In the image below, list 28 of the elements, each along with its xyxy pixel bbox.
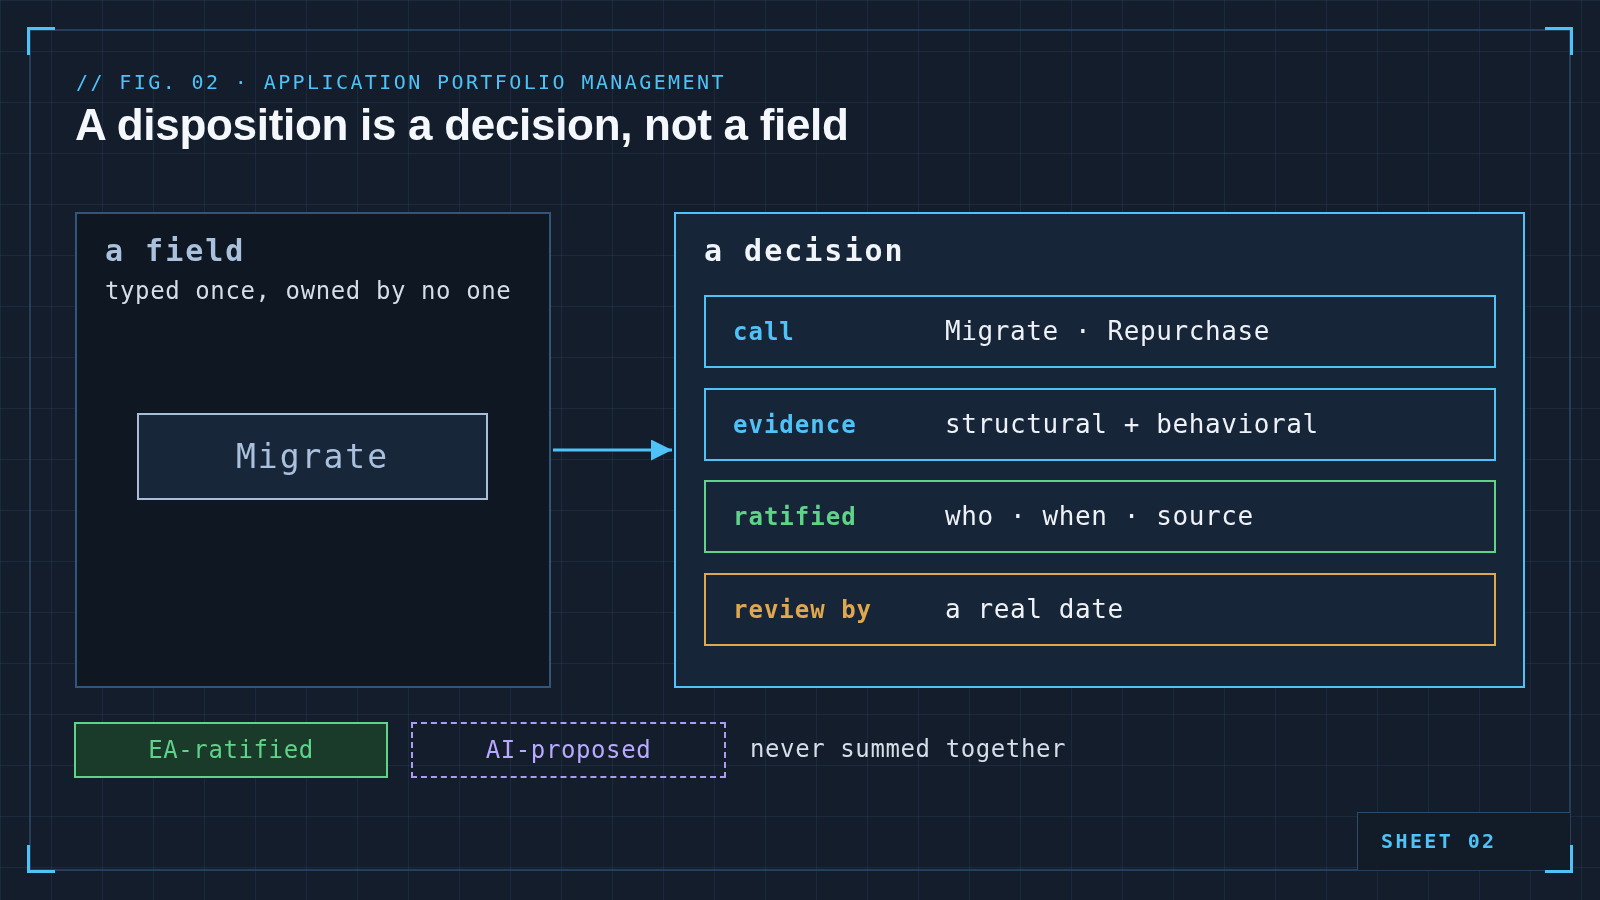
panel-heading: a decision bbox=[704, 232, 906, 270]
note-text: never summed together bbox=[750, 735, 1067, 763]
status-tag bbox=[411, 722, 726, 778]
attribute-name: evidence bbox=[733, 409, 858, 440]
attribute-name: ratified bbox=[733, 501, 858, 532]
title: A disposition is a decision, not a field bbox=[75, 100, 849, 150]
tag-label: AI-proposed bbox=[485, 735, 652, 765]
status-tag bbox=[74, 722, 388, 778]
attribute-value: Migrate · Repurchase bbox=[945, 315, 1271, 348]
value-text: Migrate bbox=[235, 435, 390, 478]
attribute-row bbox=[704, 295, 1496, 368]
attribute-row bbox=[704, 573, 1496, 646]
panel bbox=[674, 212, 1525, 688]
attribute-value: a real date bbox=[945, 593, 1124, 626]
value-box bbox=[137, 413, 488, 500]
panel bbox=[75, 212, 551, 688]
attribute-name: review by bbox=[733, 594, 874, 625]
attribute-value: who · when · source bbox=[945, 500, 1254, 533]
tag-label: EA-ratified bbox=[148, 735, 314, 765]
attribute-row bbox=[704, 388, 1496, 461]
panel-heading: a field bbox=[105, 232, 247, 270]
panel-subheading: typed once, owned by no one bbox=[105, 275, 513, 306]
arrow bbox=[553, 439, 672, 461]
figure-kicker: // FIG. 02 · APPLICATION PORTFOLIO MANAGEMENT bbox=[76, 70, 726, 94]
attribute-value: structural + behavioral bbox=[945, 408, 1319, 441]
sheet-number: SHEET 02 bbox=[1357, 812, 1570, 870]
attribute-row bbox=[704, 480, 1496, 553]
attribute-name: call bbox=[733, 316, 796, 347]
